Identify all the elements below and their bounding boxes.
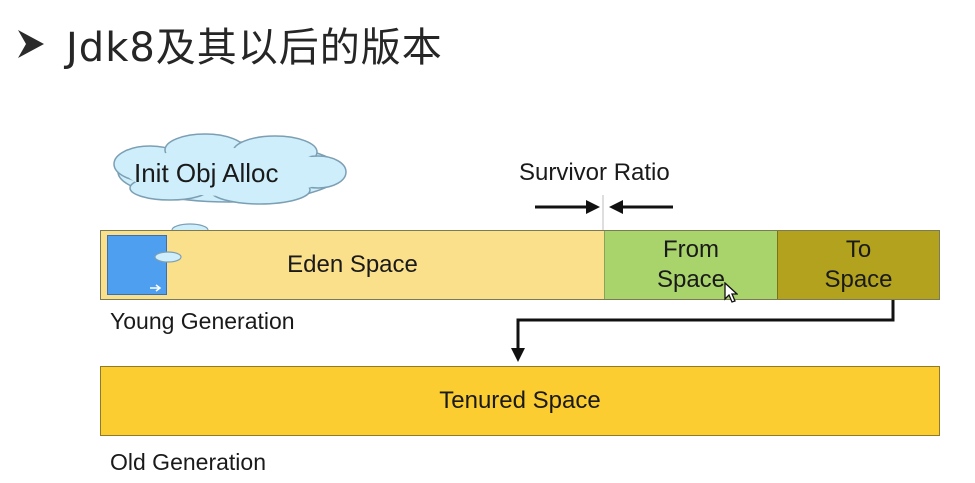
allocated-object-box <box>107 235 167 295</box>
from-space: From Space <box>604 231 777 299</box>
arrow-bullet-icon <box>18 30 44 58</box>
survivor-ratio-arrows <box>535 195 673 232</box>
mouse-cursor-icon <box>724 282 738 303</box>
eden-space: Eden Space <box>101 231 604 299</box>
small-arrow-icon <box>150 284 162 292</box>
to-space: To Space <box>777 231 939 299</box>
to-space-label-line1: To <box>845 236 872 263</box>
from-space-label-line2: Space <box>656 266 726 293</box>
tenured-space-label: Tenured Space <box>439 387 601 414</box>
slide-title: Jdk8及其以后的版本 <box>14 14 443 74</box>
young-generation-label: Young Generation <box>110 308 295 334</box>
cloud-label: Init Obj Alloc <box>134 158 279 188</box>
to-space-label-line2: Space <box>824 266 893 293</box>
old-generation-label: Old Generation <box>110 449 266 475</box>
small-cloud-bubble <box>154 251 182 263</box>
eden-space-label: Eden Space <box>287 251 418 278</box>
tenured-space: Tenured Space <box>100 366 940 436</box>
title-text: Jdk8及其以后的版本 <box>66 25 443 71</box>
survivor-ratio-label: Survivor Ratio <box>519 159 670 186</box>
from-space-label-line1: From <box>663 236 719 263</box>
young-generation-bar: Eden Space From Space To Space <box>100 230 940 300</box>
promotion-arrow <box>511 300 895 362</box>
